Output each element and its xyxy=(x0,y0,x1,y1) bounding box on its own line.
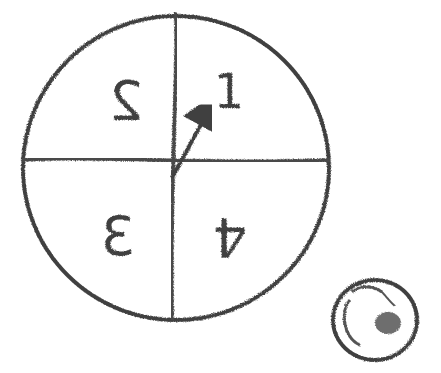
quadrant-top-right: 1 xyxy=(214,64,245,120)
quadrant-bottom-right: 4 xyxy=(213,205,247,268)
quadrant-label: 2 xyxy=(109,70,143,133)
vertical-divider-line xyxy=(172,12,177,320)
quadrant-label: 4 xyxy=(213,205,247,268)
arrow-icon xyxy=(172,108,210,178)
quadrant-label: 1 xyxy=(214,64,245,120)
quadrant-bottom-left: 3 xyxy=(101,205,135,268)
small-circle-scribble xyxy=(344,287,401,345)
quadrant-label: 3 xyxy=(101,205,135,268)
quadrant-top-left: 2 xyxy=(109,70,143,133)
horizontal-divider-line xyxy=(22,159,330,162)
